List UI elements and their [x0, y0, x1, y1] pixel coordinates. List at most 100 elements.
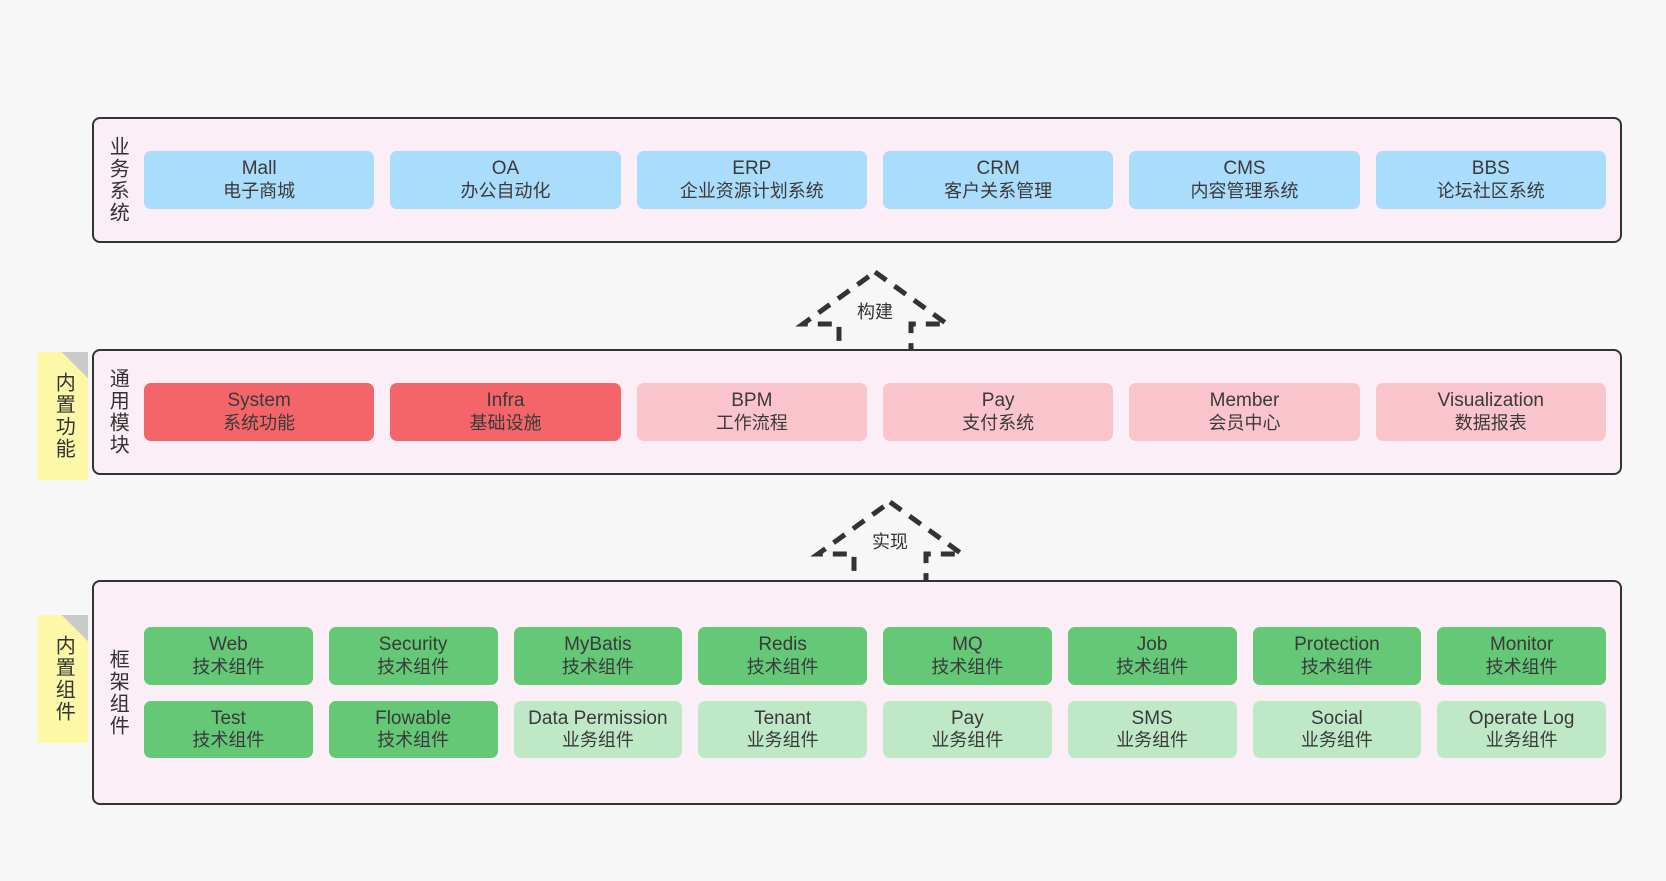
- card-title: MQ: [952, 634, 983, 656]
- card-subtitle: 技术组件: [192, 656, 265, 677]
- card-title: Job: [1136, 634, 1168, 656]
- connector-implement-label: 实现: [872, 532, 908, 552]
- card-member[interactable]: Member 会员中心: [1129, 383, 1360, 441]
- card-subtitle: 技术组件: [931, 656, 1004, 677]
- note-fold-corner-icon: [62, 352, 88, 378]
- sticky-note-builtin-functions: 内置功能: [38, 352, 88, 480]
- card-subtitle: 技术组件: [377, 656, 450, 677]
- card-subtitle: 业务组件: [561, 729, 634, 750]
- card-redis[interactable]: Redis 技术组件: [698, 627, 867, 685]
- card-bbs[interactable]: BBS 论坛社区系统: [1375, 151, 1606, 209]
- card-title: BPM: [731, 390, 773, 412]
- card-subtitle: 技术组件: [192, 729, 265, 750]
- card-pay-component[interactable]: Pay 业务组件: [883, 700, 1052, 758]
- card-title: Pay: [981, 390, 1015, 412]
- card-operate-log[interactable]: Operate Log 业务组件: [1437, 700, 1606, 758]
- card-mq[interactable]: MQ 技术组件: [883, 627, 1052, 685]
- layer-modules-body: System 系统功能 Infra 基础设施 BPM 工作流程 Pay 支付系统…: [140, 351, 1620, 473]
- layer-framework-components: 框架组件 Web 技术组件 Security 技术组件 MyBatis 技术组件…: [92, 580, 1622, 805]
- card-crm[interactable]: CRM 客户关系管理: [882, 151, 1114, 209]
- card-title: System: [227, 390, 291, 412]
- layer-business-systems: 业务系统 Mall 电子商城 OA 办公自动化 ERP 企业资源计划系统 CRM…: [92, 117, 1622, 243]
- card-title: Mall: [241, 158, 277, 180]
- card-title: CRM: [976, 158, 1020, 180]
- card-test[interactable]: Test 技术组件: [144, 700, 313, 758]
- card-cms[interactable]: CMS 内容管理系统: [1129, 151, 1360, 209]
- card-visualization[interactable]: Visualization 数据报表: [1375, 383, 1606, 441]
- card-subtitle: 业务组件: [1300, 729, 1373, 750]
- card-title: Test: [210, 707, 246, 729]
- card-web[interactable]: Web 技术组件: [144, 627, 313, 685]
- card-monitor[interactable]: Monitor 技术组件: [1437, 627, 1606, 685]
- connector-build-label: 构建: [857, 302, 893, 322]
- card-protection[interactable]: Protection 技术组件: [1252, 627, 1422, 685]
- card-title: MyBatis: [564, 634, 632, 656]
- card-subtitle: 内容管理系统: [1190, 180, 1299, 201]
- card-subtitle: 技术组件: [1485, 656, 1558, 677]
- card-title: Tenant: [754, 707, 812, 729]
- card-subtitle: 基础设施: [469, 412, 542, 433]
- card-erp[interactable]: ERP 企业资源计划系统: [636, 151, 867, 209]
- card-subtitle: 技术组件: [561, 656, 634, 677]
- card-data-permission[interactable]: Data Permission 业务组件: [513, 700, 683, 758]
- card-subtitle: 系统功能: [223, 412, 296, 433]
- card-job[interactable]: Job 技术组件: [1067, 627, 1237, 685]
- card-title: Monitor: [1489, 634, 1554, 656]
- card-subtitle: 技术组件: [1300, 656, 1373, 677]
- card-mybatis[interactable]: MyBatis 技术组件: [513, 627, 683, 685]
- card-mall[interactable]: Mall 电子商城: [144, 151, 375, 209]
- card-system[interactable]: System 系统功能: [144, 383, 375, 441]
- layer-business-row: Mall 电子商城 OA 办公自动化 ERP 企业资源计划系统 CRM 客户关系…: [144, 151, 1606, 209]
- card-title: SMS: [1131, 707, 1173, 729]
- connector-build: 构建: [795, 268, 955, 358]
- layer-modules-row: System 系统功能 Infra 基础设施 BPM 工作流程 Pay 支付系统…: [144, 383, 1606, 441]
- sticky-note-label: 内置组件: [52, 635, 75, 723]
- layer-business-body: Mall 电子商城 OA 办公自动化 ERP 企业资源计划系统 CRM 客户关系…: [140, 119, 1620, 241]
- card-subtitle: 论坛社区系统: [1436, 180, 1545, 201]
- card-subtitle: 业务组件: [1116, 729, 1189, 750]
- sticky-note-builtin-components: 内置组件: [38, 615, 88, 743]
- card-bpm[interactable]: BPM 工作流程: [636, 383, 867, 441]
- layer-common-modules: 通用模块 System 系统功能 Infra 基础设施 BPM 工作流程 Pay…: [92, 349, 1622, 475]
- card-title: Data Permission: [528, 707, 668, 729]
- card-title: ERP: [732, 158, 772, 180]
- note-fold-corner-icon: [62, 615, 88, 641]
- card-security[interactable]: Security 技术组件: [328, 627, 498, 685]
- card-title: Member: [1209, 390, 1280, 412]
- card-title: Protection: [1294, 634, 1380, 656]
- card-title: Flowable: [375, 707, 452, 729]
- card-subtitle: 企业资源计划系统: [679, 180, 824, 201]
- card-subtitle: 技术组件: [746, 656, 819, 677]
- sticky-note-label: 内置功能: [52, 372, 75, 460]
- card-title: Security: [378, 634, 448, 656]
- card-pay-module[interactable]: Pay 支付系统: [882, 383, 1114, 441]
- layer-framework-row-business: Test 技术组件 Flowable 技术组件 Data Permission …: [144, 700, 1606, 758]
- card-subtitle: 技术组件: [1116, 656, 1189, 677]
- card-oa[interactable]: OA 办公自动化: [390, 151, 621, 209]
- card-subtitle: 业务组件: [931, 729, 1004, 750]
- layer-framework-row-technical: Web 技术组件 Security 技术组件 MyBatis 技术组件 Redi…: [144, 627, 1606, 685]
- card-subtitle: 工作流程: [715, 412, 788, 433]
- card-title: Infra: [486, 390, 525, 412]
- card-title: BBS: [1471, 158, 1510, 180]
- card-social[interactable]: Social 业务组件: [1252, 700, 1422, 758]
- card-flowable[interactable]: Flowable 技术组件: [328, 700, 498, 758]
- card-title: CMS: [1223, 158, 1266, 180]
- card-sms[interactable]: SMS 业务组件: [1067, 700, 1237, 758]
- connector-implement: 实现: [810, 498, 970, 588]
- card-subtitle: 会员中心: [1208, 412, 1281, 433]
- card-tenant[interactable]: Tenant 业务组件: [698, 700, 867, 758]
- card-title: Visualization: [1437, 390, 1544, 412]
- card-subtitle: 电子商城: [223, 180, 296, 201]
- layer-label-common-modules: 通用模块: [106, 368, 129, 456]
- card-subtitle: 业务组件: [1485, 729, 1558, 750]
- card-title: Pay: [951, 707, 984, 729]
- card-title: Web: [209, 634, 248, 656]
- card-title: Redis: [758, 634, 807, 656]
- card-infra[interactable]: Infra 基础设施: [390, 383, 621, 441]
- card-title: OA: [491, 158, 520, 180]
- layer-framework-body: Web 技术组件 Security 技术组件 MyBatis 技术组件 Redi…: [140, 582, 1620, 803]
- card-subtitle: 客户关系管理: [944, 180, 1053, 201]
- card-title: Operate Log: [1468, 707, 1575, 729]
